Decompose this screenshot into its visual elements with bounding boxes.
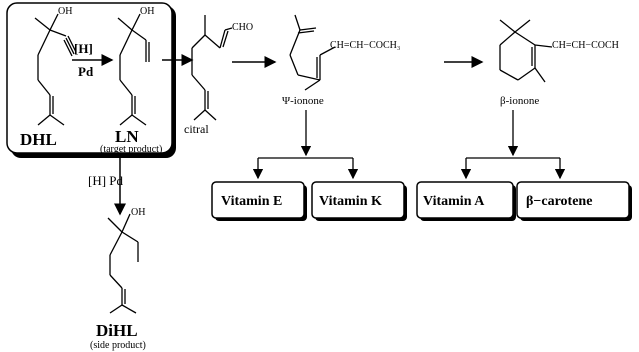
- psi-ionone-structure: [289, 14, 336, 91]
- vitamin-e-box: Vitamin E: [211, 181, 307, 221]
- dihl-oh-label: OH: [131, 207, 145, 218]
- beta-branch-arrows: [460, 110, 566, 180]
- ln-label: LN: [115, 127, 139, 146]
- dhl-oh-label: OH: [58, 6, 72, 17]
- citral-cho-label: CHO: [232, 22, 253, 33]
- ln-oh-label: OH: [140, 6, 154, 17]
- dhl-structure: [34, 13, 77, 126]
- dhl-label: DHL: [20, 130, 57, 149]
- citral-structure: [191, 15, 233, 121]
- beta-ionone-label: β-ionone: [500, 95, 539, 107]
- psi-ionone-label: Ψ-ionone: [282, 95, 324, 107]
- pd-reagent: Pd: [78, 64, 94, 79]
- citral-label: citral: [184, 122, 209, 136]
- vitamin-k-box: Vitamin K: [311, 181, 407, 221]
- dihl-structure: [107, 213, 139, 314]
- beta-carotene-box: β−carotene: [516, 181, 632, 221]
- vitamin-a-label: Vitamin A: [423, 194, 485, 209]
- beta-ionone-structure: [499, 19, 553, 83]
- vitamin-e-label: Vitamin E: [221, 194, 282, 209]
- dihl-sub-label: (side product): [90, 340, 146, 351]
- dihl-label: DiHL: [96, 321, 138, 340]
- ln-sub-label: (target product): [100, 144, 162, 155]
- side-reagent: [H] Pd: [88, 173, 124, 188]
- h-reagent: [H]: [74, 41, 93, 56]
- beta-chain-label: CH=CH−COCH: [552, 40, 619, 51]
- psi-chain-label: CH=CH−COCH₃: [330, 40, 400, 51]
- psi-branch-arrows: [252, 110, 359, 180]
- vitamin-k-label: Vitamin K: [319, 194, 382, 209]
- ln-structure: [117, 13, 150, 126]
- vitamin-a-box: Vitamin A: [416, 181, 516, 221]
- beta-carotene-label: β−carotene: [526, 194, 592, 209]
